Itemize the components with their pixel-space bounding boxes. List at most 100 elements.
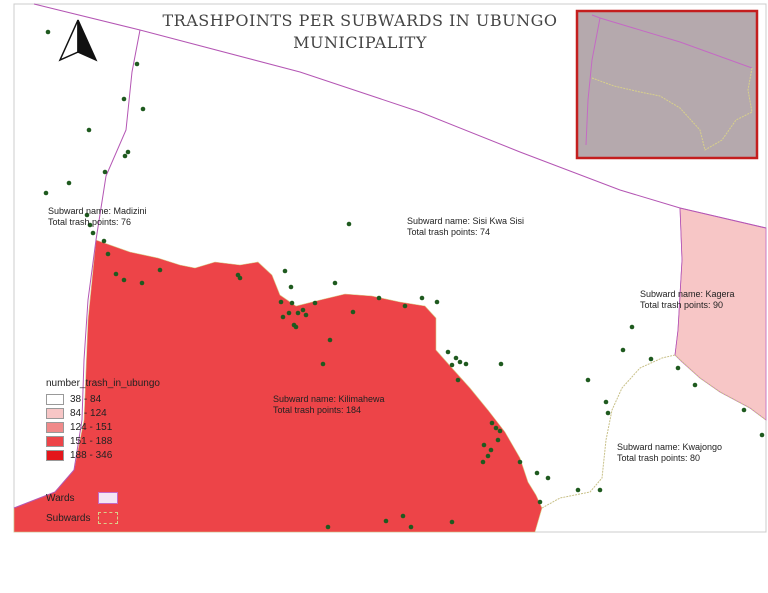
trash-point[interactable]	[759, 432, 765, 438]
trash-point[interactable]	[489, 420, 495, 426]
trash-point[interactable]	[134, 61, 140, 67]
trash-point[interactable]	[419, 295, 425, 301]
ward-boundary-east	[674, 207, 683, 356]
legend-wards: Wards	[46, 488, 118, 508]
trash-point[interactable]	[497, 428, 503, 434]
trash-point[interactable]	[350, 309, 356, 315]
inset-subward-line	[591, 67, 753, 151]
trash-point[interactable]	[325, 524, 331, 530]
trash-point[interactable]	[105, 251, 111, 257]
trash-point[interactable]	[648, 356, 654, 362]
legend-class-3: 124 - 151	[46, 420, 160, 434]
trash-point[interactable]	[282, 268, 288, 274]
legend-class-5: 188 - 346	[46, 448, 160, 462]
trash-point[interactable]	[237, 275, 243, 281]
trash-point[interactable]	[122, 153, 128, 159]
trash-point[interactable]	[453, 355, 459, 361]
trash-point[interactable]	[449, 519, 455, 525]
trash-point[interactable]	[280, 314, 286, 320]
trash-point[interactable]	[121, 277, 127, 283]
subward-label-kagera: Subward name: Kagera Total trash points:…	[640, 289, 735, 311]
subward-label-kwajongo: Subward name: Kwajongo Total trash point…	[617, 442, 722, 464]
subward-label-sisi-kwa-sisi: Subward name: Sisi Kwa Sisi Total trash …	[407, 216, 524, 238]
trash-point[interactable]	[741, 407, 747, 413]
trash-points-layer	[43, 29, 765, 530]
legend-swatch	[46, 393, 64, 405]
trash-point[interactable]	[400, 513, 406, 519]
trash-point[interactable]	[87, 222, 93, 228]
trash-point[interactable]	[303, 312, 309, 318]
trash-point[interactable]	[537, 499, 543, 505]
trash-point[interactable]	[629, 324, 635, 330]
trash-point[interactable]	[121, 96, 127, 102]
legend-label: 124 - 151	[70, 421, 113, 433]
trash-point[interactable]	[488, 447, 494, 453]
trash-point[interactable]	[293, 324, 299, 330]
trash-point[interactable]	[376, 295, 382, 301]
trash-point[interactable]	[498, 361, 504, 367]
trash-point[interactable]	[66, 180, 72, 186]
trash-point[interactable]	[113, 271, 119, 277]
trash-point[interactable]	[485, 453, 491, 459]
trash-point[interactable]	[45, 29, 51, 35]
trash-point[interactable]	[327, 337, 333, 343]
legend-title: number_trash_in_ubungo	[46, 378, 160, 389]
trash-point[interactable]	[320, 361, 326, 367]
trash-point[interactable]	[603, 399, 609, 405]
trash-point[interactable]	[605, 410, 611, 416]
trash-point[interactable]	[620, 347, 626, 353]
trash-point[interactable]	[139, 280, 145, 286]
trash-point[interactable]	[585, 377, 591, 383]
trash-point[interactable]	[157, 267, 163, 273]
trash-point[interactable]	[288, 284, 294, 290]
subward-name: Subward name: Kwajongo	[617, 442, 723, 452]
inset-ward-line-west	[585, 17, 601, 146]
trash-point[interactable]	[278, 299, 284, 305]
trash-point[interactable]	[312, 300, 318, 306]
legend-subwards-swatch	[98, 512, 118, 524]
trash-point[interactable]	[534, 470, 540, 476]
trash-point[interactable]	[481, 442, 487, 448]
trash-point[interactable]	[102, 169, 108, 175]
trash-point[interactable]	[125, 149, 131, 155]
legend-label: 38 - 84	[70, 393, 102, 405]
trash-point[interactable]	[383, 518, 389, 524]
trash-point[interactable]	[445, 349, 451, 355]
trash-point[interactable]	[140, 106, 146, 112]
trash-point[interactable]	[495, 437, 501, 443]
trash-point[interactable]	[101, 238, 107, 244]
trash-point[interactable]	[84, 212, 90, 218]
inset-ward-line	[591, 14, 753, 69]
trash-point[interactable]	[575, 487, 581, 493]
trash-point[interactable]	[517, 459, 523, 465]
trash-point[interactable]	[545, 475, 551, 481]
trash-point[interactable]	[289, 300, 295, 306]
trash-point[interactable]	[597, 487, 603, 493]
trash-point[interactable]	[408, 524, 414, 530]
trash-point[interactable]	[346, 221, 352, 227]
trash-point[interactable]	[449, 362, 455, 368]
trash-point[interactable]	[493, 425, 499, 431]
subward-points: Total trash points: 184	[273, 405, 362, 415]
trash-point[interactable]	[692, 382, 698, 388]
trash-point[interactable]	[300, 307, 306, 313]
trash-point[interactable]	[457, 359, 463, 365]
trash-point[interactable]	[480, 459, 486, 465]
trash-point[interactable]	[286, 310, 292, 316]
trash-point[interactable]	[434, 299, 440, 305]
trash-point[interactable]	[90, 230, 96, 236]
legend-swatch	[46, 435, 64, 447]
trash-point[interactable]	[463, 361, 469, 367]
trash-point[interactable]	[332, 280, 338, 286]
legend: number_trash_in_ubungo 38 - 84 84 - 124 …	[46, 378, 160, 462]
map-title-line2: MUNICIPALITY	[293, 33, 427, 52]
subward-name: Subward name: Kilimahewa	[273, 394, 385, 404]
trash-point[interactable]	[43, 190, 49, 196]
legend-wards-swatch	[98, 492, 118, 504]
trash-point[interactable]	[402, 303, 408, 309]
trash-point[interactable]	[675, 365, 681, 371]
trash-point[interactable]	[295, 310, 301, 316]
trash-point[interactable]	[86, 127, 92, 133]
trash-point[interactable]	[455, 377, 461, 383]
